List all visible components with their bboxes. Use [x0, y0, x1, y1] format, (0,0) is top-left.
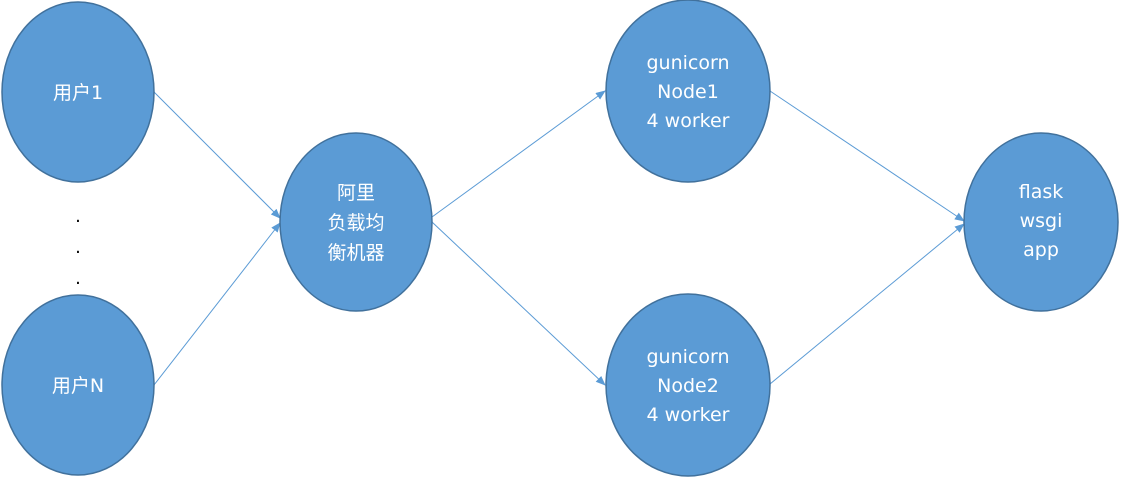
node-user-n-label: 用户N: [52, 375, 104, 397]
node-load-balancer-label-line-2: 负载均: [327, 212, 384, 234]
node-load-balancer: 阿里 负载均 衡机器: [279, 132, 433, 312]
ellipsis-dots: . . .: [75, 206, 81, 289]
ellipsis-dot-2: .: [75, 237, 81, 258]
node-gunicorn-node2-label-line-2: Node2: [657, 375, 719, 397]
edge-load-balancer-to-node1: [431, 90, 606, 218]
node-user-1: 用户1: [1, 1, 155, 183]
node-gunicorn-node1-label-line-3: 4 worker: [647, 110, 730, 132]
node-flask-wsgi-app-label-line-3: app: [1023, 239, 1059, 261]
edge-userN-to-load-balancer: [153, 222, 281, 386]
node-gunicorn-node2-label-line-3: 4 worker: [647, 404, 730, 426]
node-flask-wsgi-app-shape: [963, 132, 1119, 312]
ellipsis-dot-3: .: [75, 268, 81, 289]
node-flask-wsgi-app: flask wsgi app: [963, 132, 1119, 312]
edge-node1-to-flask-app: [769, 90, 965, 222]
node-gunicorn-node2: gunicorn Node2 4 worker: [605, 293, 771, 477]
edge-load-balancer-to-node2: [431, 221, 606, 386]
node-gunicorn-node1-label-line-2: Node1: [657, 81, 719, 103]
node-gunicorn-node1-shape: [605, 0, 771, 183]
node-user-1-shape: [1, 1, 155, 183]
edge-user1-to-load-balancer: [153, 91, 281, 219]
node-gunicorn-node1: gunicorn Node1 4 worker: [605, 0, 771, 183]
node-gunicorn-node2-label-line-1: gunicorn: [646, 346, 729, 368]
node-flask-wsgi-app-label-line-1: flask: [1019, 181, 1064, 203]
node-load-balancer-shape: [279, 132, 433, 312]
node-user-n-shape: [1, 294, 155, 476]
node-user-n: 用户N: [1, 294, 155, 476]
node-flask-wsgi-app-label-line-2: wsgi: [1020, 210, 1063, 232]
ellipsis-dot-1: .: [75, 206, 81, 227]
edge-node2-to-flask-app: [769, 223, 965, 385]
node-load-balancer-label-line-3: 衡机器: [327, 242, 384, 264]
node-load-balancer-label-line-1: 阿里: [337, 182, 375, 204]
node-gunicorn-node2-shape: [605, 293, 771, 477]
node-gunicorn-node1-label-line-1: gunicorn: [646, 52, 729, 74]
node-user-1-label: 用户1: [53, 82, 103, 104]
